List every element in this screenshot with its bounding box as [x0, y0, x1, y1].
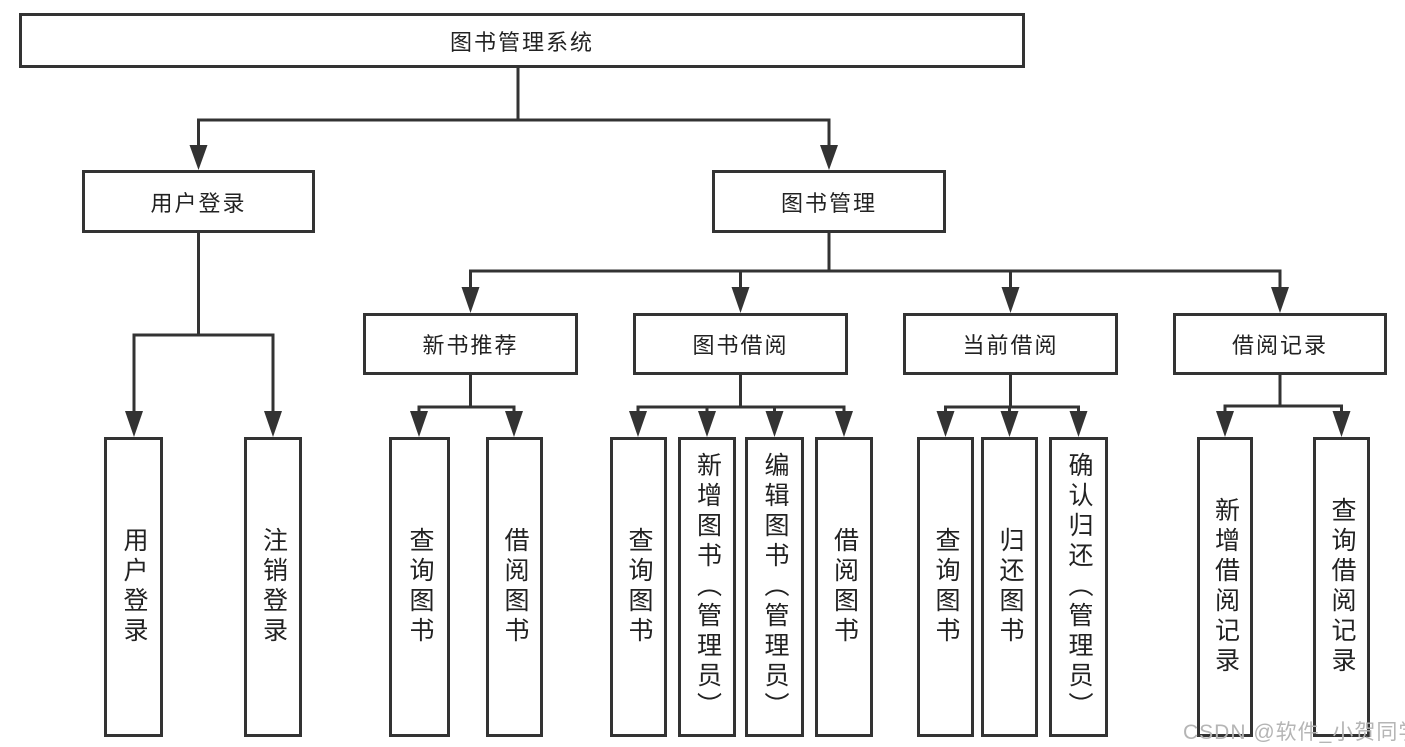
- node-user-login-label: 用户登录: [150, 190, 247, 216]
- node-new-book-recommend-label: 新书推荐: [422, 333, 519, 358]
- leaf-borrow-books-recommend: 借阅图书: [486, 437, 543, 737]
- node-user-login: 用户登录: [82, 170, 315, 233]
- leaf-query-borrow-record-label: 查询借阅记录: [1328, 497, 1356, 677]
- leaf-logout: 注销登录: [244, 437, 302, 737]
- node-current-borrow: 当前借阅: [903, 313, 1118, 375]
- leaf-borrow-books-label: 借阅图书: [830, 527, 859, 647]
- leaf-edit-book-admin-label: 编辑图书（管理员）: [761, 452, 789, 722]
- node-book-management-label: 图书管理: [780, 190, 877, 216]
- node-book-borrow: 图书借阅: [633, 313, 848, 375]
- leaf-borrow-books: 借阅图书: [815, 437, 873, 737]
- node-borrow-records: 借阅记录: [1173, 313, 1387, 375]
- leaf-user-login-label: 用户登录: [120, 527, 148, 647]
- leaf-return-book: 归还图书: [981, 437, 1038, 737]
- node-book-borrow-label: 图书借阅: [692, 333, 789, 358]
- leaf-confirm-return-admin-label: 确认归还（管理员）: [1065, 452, 1093, 722]
- leaf-query-books-current: 查询图书: [917, 437, 974, 737]
- leaf-query-books-recommend: 查询图书: [389, 437, 450, 737]
- leaf-add-borrow-record-label: 新增借阅记录: [1211, 497, 1240, 677]
- leaf-logout-label: 注销登录: [259, 527, 288, 647]
- leaf-confirm-return-admin: 确认归还（管理员）: [1049, 437, 1108, 737]
- node-library-system: 图书管理系统: [19, 13, 1025, 68]
- leaf-add-borrow-record: 新增借阅记录: [1197, 437, 1253, 737]
- node-book-management: 图书管理: [712, 170, 946, 233]
- leaf-edit-book-admin: 编辑图书（管理员）: [745, 437, 804, 737]
- leaf-query-books-borrow: 查询图书: [610, 437, 667, 737]
- node-library-system-label: 图书管理系统: [449, 29, 594, 55]
- leaf-query-books-borrow-label: 查询图书: [625, 527, 653, 647]
- node-borrow-records-label: 借阅记录: [1231, 333, 1328, 358]
- leaf-query-books-current-label: 查询图书: [932, 527, 960, 647]
- leaf-query-books-recommend-label: 查询图书: [406, 527, 434, 647]
- node-new-book-recommend: 新书推荐: [363, 313, 578, 375]
- leaf-borrow-books-recommend-label: 借阅图书: [501, 527, 529, 647]
- node-current-borrow-label: 当前借阅: [962, 333, 1059, 358]
- leaf-add-book-admin-label: 新增图书（管理员）: [693, 452, 722, 722]
- leaf-query-borrow-record: 查询借阅记录: [1313, 437, 1370, 737]
- leaf-add-book-admin: 新增图书（管理员）: [678, 437, 736, 737]
- leaf-user-login: 用户登录: [104, 437, 163, 737]
- csdn-watermark: CSDN @软件_小贺同学: [1183, 721, 1405, 744]
- leaf-return-book-label: 归还图书: [996, 527, 1024, 647]
